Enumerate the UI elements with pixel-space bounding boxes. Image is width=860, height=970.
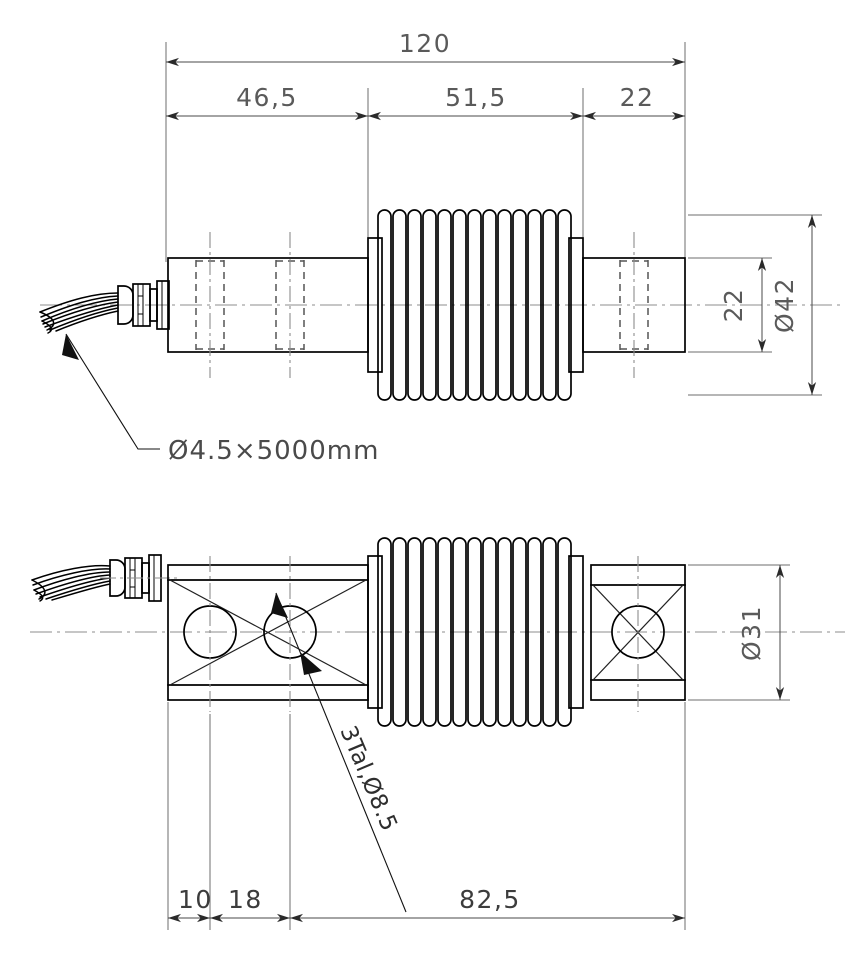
- bottom-view-geometry: [30, 537, 845, 727]
- bellows-bottom-view: [367, 537, 584, 727]
- bellows-convolutions-bottom-view: [377, 537, 572, 727]
- dim-text-right-segment: 22: [620, 83, 655, 112]
- cross-hatch-left-block: [169, 579, 367, 686]
- dim-text-outer-diameter: Ø42: [770, 277, 799, 333]
- cable-gland-top-view: [117, 280, 170, 330]
- bottom-view-vertical-dimension: Ø31: [688, 564, 790, 701]
- dim-text-end-distance: 82,5: [459, 885, 521, 914]
- cable-bundle-top-view: [39, 292, 119, 334]
- dim-text-left-segment: 46,5: [236, 83, 298, 112]
- top-view-dimensions: 120 46,5 51,5 22: [165, 29, 686, 268]
- cable-callout-arrow-icon: [62, 334, 79, 360]
- top-view-geometry: [39, 209, 845, 401]
- dim-text-width: Ø31: [737, 605, 766, 661]
- dim-text-inner-height: 22: [719, 288, 748, 323]
- cable-callout-text: Ø4.5×5000mm: [168, 436, 379, 466]
- bellows-top-view: [367, 209, 584, 401]
- hole-callout-arrow-icon-lower: [300, 652, 322, 675]
- right-block-bottom-view: [590, 556, 686, 712]
- dim-text-hole-edge-offset: 10: [178, 885, 213, 914]
- top-view-vertical-dimensions: 22 Ø42: [688, 214, 822, 396]
- left-block-bottom-view: [167, 556, 369, 712]
- cable-bundle-bottom-view: [31, 564, 111, 602]
- dim-text-hole-spacing: 18: [228, 885, 263, 914]
- hole-callout: 3Tal,Ø8.5: [271, 592, 407, 913]
- bottom-view-dimensions: 10 18 82,5: [167, 702, 686, 930]
- hole-callout-arrow-icon-upper: [271, 593, 288, 618]
- dim-text-overall-length: 120: [399, 29, 451, 58]
- cable-callout: Ø4.5×5000mm: [62, 333, 379, 466]
- cable-gland-bottom-view: [100, 554, 180, 602]
- bellows-convolutions-top-view: [377, 209, 572, 401]
- right-block-top-view: [582, 232, 686, 378]
- dim-text-bellows-segment: 51,5: [445, 83, 507, 112]
